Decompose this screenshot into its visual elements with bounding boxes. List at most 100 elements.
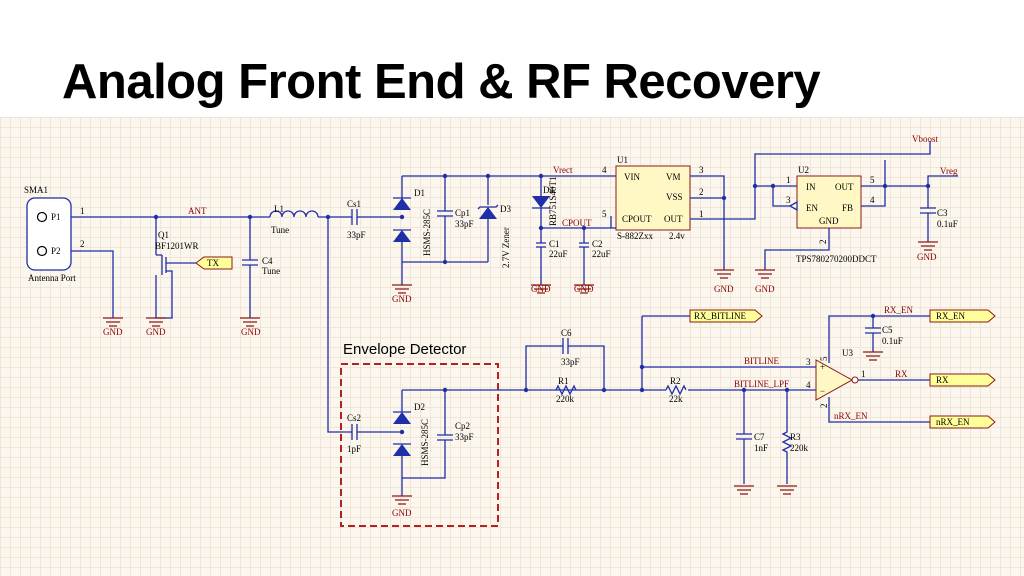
q1-value: BF1201WR bbox=[155, 241, 199, 251]
u2-pin5: 5 bbox=[870, 175, 875, 185]
gnd-c7 bbox=[734, 485, 754, 495]
d1-diode-lower bbox=[393, 230, 411, 242]
net-ant: ANT bbox=[188, 206, 207, 216]
u2-in: IN bbox=[806, 182, 816, 192]
gnd-u1 bbox=[714, 269, 734, 279]
u3-pin1: 1 bbox=[861, 369, 866, 379]
cp2-symbol bbox=[402, 389, 642, 479]
gnd-u2 bbox=[755, 269, 775, 279]
gnd-c2 bbox=[574, 284, 594, 294]
rx-en-port[interactable]: RX_EN bbox=[929, 309, 996, 323]
u2-fb: FB bbox=[842, 203, 853, 213]
u3-pin4: 4 bbox=[806, 380, 811, 390]
junction-cp2 bbox=[442, 387, 448, 393]
tx-port[interactable]: TX bbox=[195, 256, 233, 270]
u1-cpout: CPOUT bbox=[622, 214, 652, 224]
c3-symbol bbox=[920, 186, 936, 242]
gnd-label-q1: GND bbox=[146, 327, 166, 337]
u1-ref: U1 bbox=[617, 155, 628, 165]
gnd-label-c1: GND bbox=[531, 284, 551, 294]
u2-pin4: 4 bbox=[870, 195, 875, 205]
cs2-value: 1pF bbox=[347, 444, 361, 454]
gnd-label-d2: GND bbox=[392, 508, 412, 518]
cs2-symbol bbox=[351, 424, 402, 440]
c2-ref: C2 bbox=[592, 239, 603, 249]
net-bitline-lpf: BITLINE_LPF bbox=[734, 379, 789, 389]
r2-value: 22k bbox=[669, 394, 683, 404]
c1-value: 22uF bbox=[549, 249, 568, 259]
u3-pin2: 2 bbox=[819, 404, 829, 409]
net-rx-en: RX_EN bbox=[884, 305, 914, 315]
d2-diode-lower bbox=[393, 444, 411, 456]
rx-port[interactable]: RX bbox=[929, 373, 996, 387]
sma1-p1-label: P1 bbox=[51, 212, 61, 222]
junction-c1 bbox=[538, 225, 544, 231]
wire-to-cs2 bbox=[327, 217, 352, 433]
sma1-connector: SMA1 P1 P2 Antenna Port 1 2 bbox=[24, 185, 85, 283]
u3-pin5: 5 bbox=[819, 356, 829, 361]
cp2-ref: Cp2 bbox=[455, 421, 470, 431]
rx-bitline-port[interactable]: RX_BITLINE bbox=[689, 309, 763, 323]
cp2-value: 33pF bbox=[455, 432, 474, 442]
nrx-en-port[interactable]: nRX_EN bbox=[929, 415, 996, 429]
c3-value: 0.1uF bbox=[937, 219, 958, 229]
c5-symbol bbox=[865, 316, 881, 352]
q1-ref: Q1 bbox=[158, 230, 169, 240]
wire-bitline bbox=[641, 315, 816, 390]
d3-diode bbox=[479, 207, 497, 219]
sma1-pin1-hole bbox=[36, 211, 48, 223]
junction-d1 bbox=[399, 214, 405, 220]
rx-port-label: RX bbox=[936, 375, 949, 385]
junction-u2-in bbox=[752, 183, 758, 189]
r1-value: 220k bbox=[556, 394, 575, 404]
c6-value: 33pF bbox=[561, 357, 580, 367]
sma1-pin1-num: 1 bbox=[80, 206, 85, 216]
rx-en-port-label: RX_EN bbox=[936, 311, 966, 321]
gnd-q1 bbox=[146, 317, 166, 327]
u1-vss: VSS bbox=[666, 192, 683, 202]
schematic-sheet: SMA1 P1 P2 Antenna Port 1 2 ANT GND Q1 B… bbox=[0, 117, 1024, 576]
envelope-detector-label: Envelope Detector bbox=[343, 341, 466, 358]
r2-symbol bbox=[665, 384, 687, 396]
nrx-en-port-label: nRX_EN bbox=[936, 417, 970, 427]
u2-en: EN bbox=[806, 203, 818, 213]
cs1-value: 33pF bbox=[347, 230, 366, 240]
u1-pin2: 2 bbox=[699, 187, 704, 197]
c1-symbol bbox=[536, 227, 611, 285]
c2-value: 22uF bbox=[592, 249, 611, 259]
q1-symbol bbox=[155, 217, 196, 319]
sma1-pin2-num: 2 bbox=[80, 239, 85, 249]
wire-ant bbox=[71, 216, 250, 318]
r1-symbol bbox=[555, 384, 577, 396]
d1-value: HSMS-285C bbox=[422, 209, 432, 256]
u1-out: OUT bbox=[664, 214, 683, 224]
d3-value: 2.7V Zener bbox=[501, 227, 511, 268]
u1-pin3: 3 bbox=[699, 165, 704, 175]
u3-wires bbox=[828, 315, 930, 423]
schematic: SMA1 P1 P2 Antenna Port 1 2 ANT GND Q1 B… bbox=[24, 134, 996, 527]
u1-pin4: 4 bbox=[602, 165, 607, 175]
u2-out: OUT bbox=[835, 182, 854, 192]
sma1-value: Antenna Port bbox=[28, 273, 76, 283]
c4-ref: C4 bbox=[262, 256, 273, 266]
u1-part: S-882Zxx bbox=[617, 231, 654, 241]
d2-value: HSMS-285C bbox=[420, 419, 430, 466]
d2-diode-upper bbox=[393, 412, 411, 424]
junction-u2-fb bbox=[882, 183, 888, 189]
r1-ref: R1 bbox=[558, 376, 569, 386]
cs1-symbol bbox=[342, 209, 402, 225]
junction-u2-en bbox=[770, 183, 776, 189]
u3-body bbox=[815, 359, 854, 401]
c2-symbol bbox=[579, 228, 589, 285]
u1-chip: U1 VIN VM VSS CPOUT OUT 4 5 3 2 1 S-882Z… bbox=[602, 155, 704, 241]
gnd-label-c2: GND bbox=[574, 284, 594, 294]
cp1-value: 33pF bbox=[455, 219, 474, 229]
r2-ref: R2 bbox=[670, 376, 681, 386]
d3-ref: D3 bbox=[500, 204, 511, 214]
u2-pin2: 2 bbox=[818, 240, 828, 245]
gnd-c4 bbox=[240, 317, 260, 327]
u1-voltage: 2.4v bbox=[669, 231, 685, 241]
junction-c6-left bbox=[523, 387, 529, 393]
r3-ref: R3 bbox=[790, 432, 801, 442]
cs2-ref: Cs2 bbox=[347, 413, 361, 423]
